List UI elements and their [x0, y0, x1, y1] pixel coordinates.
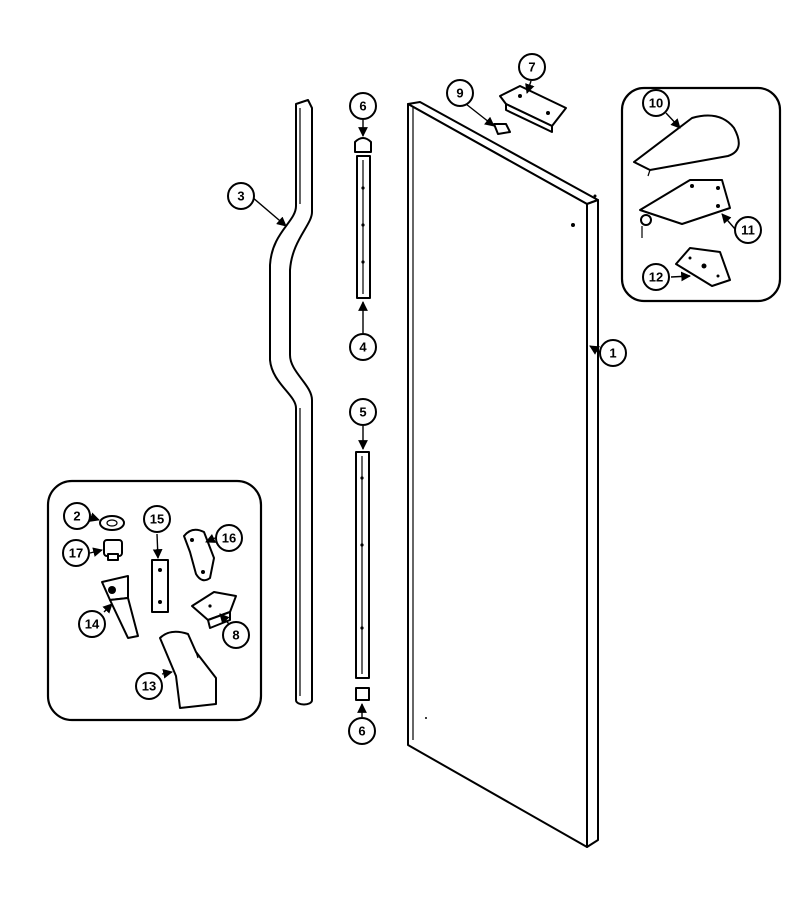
- callout-4: 4: [349, 333, 377, 361]
- svg-text:9: 9: [456, 86, 463, 101]
- bushing-part-17: [103, 539, 123, 561]
- callout-9: 9: [446, 79, 474, 107]
- svg-text:11: 11: [741, 223, 755, 238]
- lower-trim-strip: [355, 451, 370, 679]
- hinge-cover: [499, 85, 567, 133]
- door-handle: [269, 99, 313, 706]
- svg-text:6: 6: [358, 724, 365, 739]
- callout-12: 12: [642, 263, 670, 291]
- svg-text:5: 5: [359, 405, 366, 420]
- shim-part-15: [151, 559, 169, 613]
- svg-text:7: 7: [528, 60, 535, 75]
- svg-text:10: 10: [649, 96, 663, 111]
- callout-10: 10: [642, 89, 670, 117]
- leader-lines: [89, 80, 736, 717]
- callout-5: 5: [349, 398, 377, 426]
- door-clip: [493, 123, 511, 135]
- callout-8: 8: [222, 621, 250, 649]
- callout-11: 11: [734, 216, 762, 244]
- upper-trim-strip: [356, 155, 371, 299]
- svg-text:3: 3: [237, 189, 244, 204]
- callout-15: 15: [143, 505, 171, 533]
- hinge-cover-part-13: [159, 630, 217, 709]
- svg-text:8: 8: [232, 628, 239, 643]
- svg-text:17: 17: [69, 546, 83, 561]
- svg-text:14: 14: [85, 617, 100, 632]
- svg-text:12: 12: [649, 270, 663, 285]
- callout-6-bottom: 6: [348, 717, 376, 745]
- callout-13: 13: [135, 672, 163, 700]
- callout-6-top: 6: [349, 92, 377, 120]
- callout-16: 16: [215, 524, 243, 552]
- washer-part-2: [99, 515, 125, 531]
- callout-3: 3: [227, 182, 255, 210]
- door-panel: [407, 101, 599, 848]
- svg-text:15: 15: [150, 512, 164, 527]
- callout-2: 2: [63, 502, 91, 530]
- hinge-pin-part-14: [101, 575, 139, 639]
- svg-text:1: 1: [609, 346, 616, 361]
- svg-text:6: 6: [359, 99, 366, 114]
- svg-text:13: 13: [142, 679, 156, 694]
- hinge-shim-part-12: [675, 247, 731, 287]
- hinge-cover-part-10: [633, 114, 740, 177]
- svg-text:16: 16: [222, 531, 236, 546]
- svg-text:2: 2: [73, 509, 80, 524]
- hinge-plate-part-11: [639, 179, 731, 238]
- callout-1: 1: [599, 339, 627, 367]
- svg-text:4: 4: [359, 340, 367, 355]
- bottom-end-cap: [355, 687, 370, 701]
- callout-17: 17: [62, 539, 90, 567]
- top-end-cap: [354, 137, 372, 153]
- callout-7: 7: [518, 53, 546, 81]
- callout-14: 14: [78, 610, 106, 638]
